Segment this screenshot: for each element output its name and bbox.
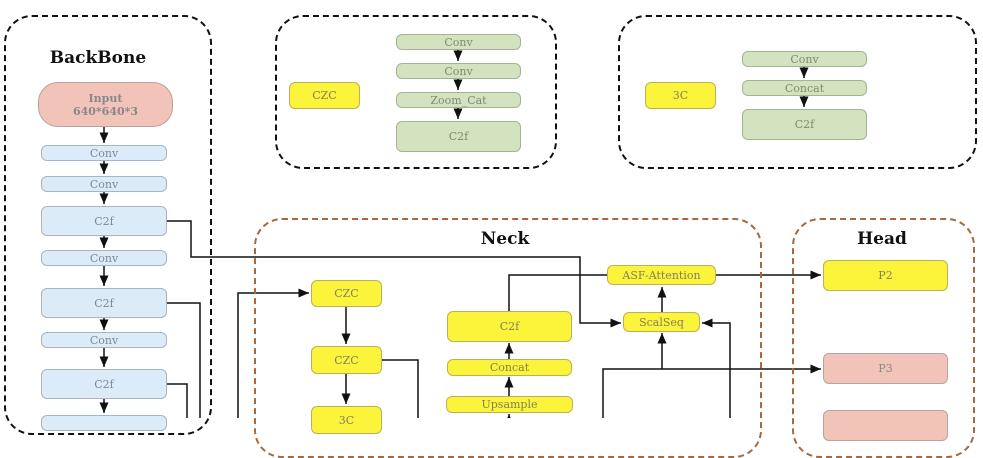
backbone-c2f-1[interactable]: C2f — [41, 206, 167, 236]
neck-3c[interactable]: 3C — [311, 406, 382, 434]
neck-c2f[interactable]: C2f — [447, 311, 572, 342]
backbone-c2f-2[interactable]: C2f — [41, 288, 167, 318]
head-next-block[interactable] — [823, 410, 948, 441]
backbone-conv-3[interactable]: Conv — [41, 250, 167, 266]
head-p2[interactable]: P2 — [823, 260, 948, 291]
czc-conv-2[interactable]: Conv — [396, 63, 521, 79]
czc-conv-1[interactable]: Conv — [396, 34, 521, 50]
3c-definition-group — [618, 15, 977, 169]
head-p3[interactable]: P3 — [823, 353, 948, 384]
head-title: Head — [857, 229, 907, 249]
czc-zoom-cat[interactable]: Zoom_Cat — [396, 92, 521, 108]
backbone-next-block[interactable] — [41, 415, 167, 431]
neck-upsample[interactable]: Upsample — [446, 396, 573, 413]
neck-czc-1[interactable]: CZC — [311, 280, 382, 307]
czc-label-block[interactable]: CZC — [289, 82, 360, 109]
czc-definition-group — [275, 15, 557, 169]
neck-concat[interactable]: Concat — [447, 359, 572, 376]
czc-c2f[interactable]: C2f — [396, 121, 521, 152]
neck-scalseq[interactable]: ScalSeq — [623, 312, 700, 332]
backbone-conv-4[interactable]: Conv — [41, 332, 167, 348]
neck-czc-2[interactable]: CZC — [311, 346, 382, 374]
backbone-title: BackBone — [49, 48, 147, 68]
neck-asf-attention[interactable]: ASF-Attention — [607, 265, 716, 285]
3c-concat[interactable]: Concat — [742, 80, 867, 96]
input-label: Input — [88, 91, 123, 105]
backbone-c2f-3[interactable]: C2f — [41, 369, 167, 399]
backbone-conv-1[interactable]: Conv — [41, 145, 167, 161]
backbone-conv-2[interactable]: Conv — [41, 176, 167, 192]
3c-conv[interactable]: Conv — [742, 51, 867, 67]
3c-c2f[interactable]: C2f — [742, 109, 867, 140]
connector-lines — [99, 50, 821, 418]
neck-title: Neck — [480, 229, 530, 249]
input-size: 640*640*3 — [72, 104, 139, 118]
3c-label-block[interactable]: 3C — [645, 82, 716, 109]
